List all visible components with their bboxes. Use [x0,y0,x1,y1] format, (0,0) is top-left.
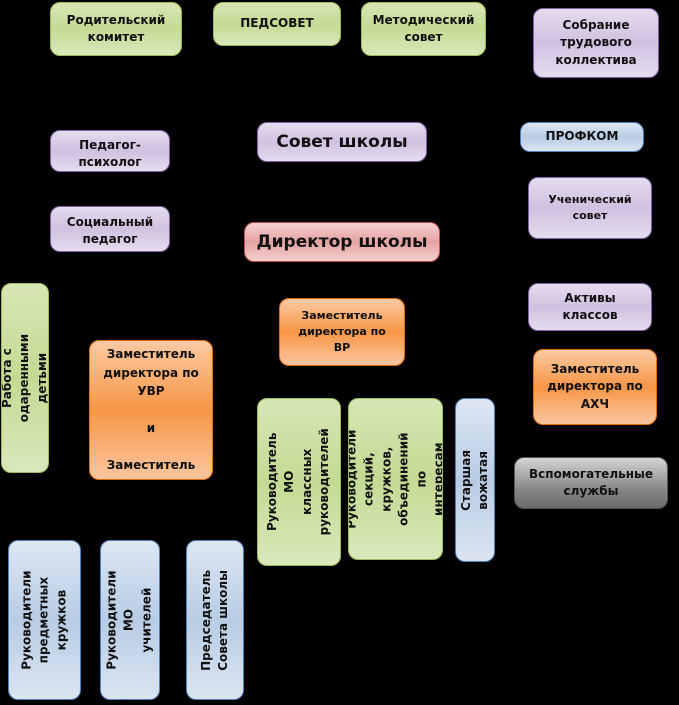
node-student-council: Ученический совет [528,177,652,239]
node-deputy-uvr: Заместитель директора по УВР и Заместите… [89,340,213,480]
node-psychologist: Педагог- психолог [50,130,170,172]
node-method-council: Методический совет [361,2,486,56]
node-deputy-ahch: Заместитель директора по АХЧ [533,349,657,425]
node-school-council: Совет школы [257,122,427,162]
node-council-chair: Председатель Совета школы [186,540,244,700]
node-deputy-vr: Заместитель директора по ВР [279,298,405,366]
node-subject-circles: Руководители предметных кружков [8,540,81,700]
node-section-heads: Руководители секций, кружков, объединени… [348,398,443,560]
node-parent-committee: Родительский комитет [50,2,182,56]
node-pedsovet: ПЕДСОВЕТ [213,2,341,46]
node-class-actives: Активы классов [528,283,652,331]
node-social-pedagog: Социальный педагог [50,206,170,252]
node-gifted: Работа с одаренными детьми [1,283,49,473]
node-mo-class-heads: Руководитель МО классных руководителей [257,398,341,566]
node-mo-teachers: Руководители МО учителей [100,540,160,700]
node-staff-meeting: Собрание трудового коллектива [533,8,659,78]
node-director: Директор школы [244,222,440,262]
node-profkom: ПРОФКОМ [520,122,644,152]
node-senior-counselor: Старшая вожатая [455,398,495,562]
node-support-services: Вспомогательные службы [514,457,668,509]
